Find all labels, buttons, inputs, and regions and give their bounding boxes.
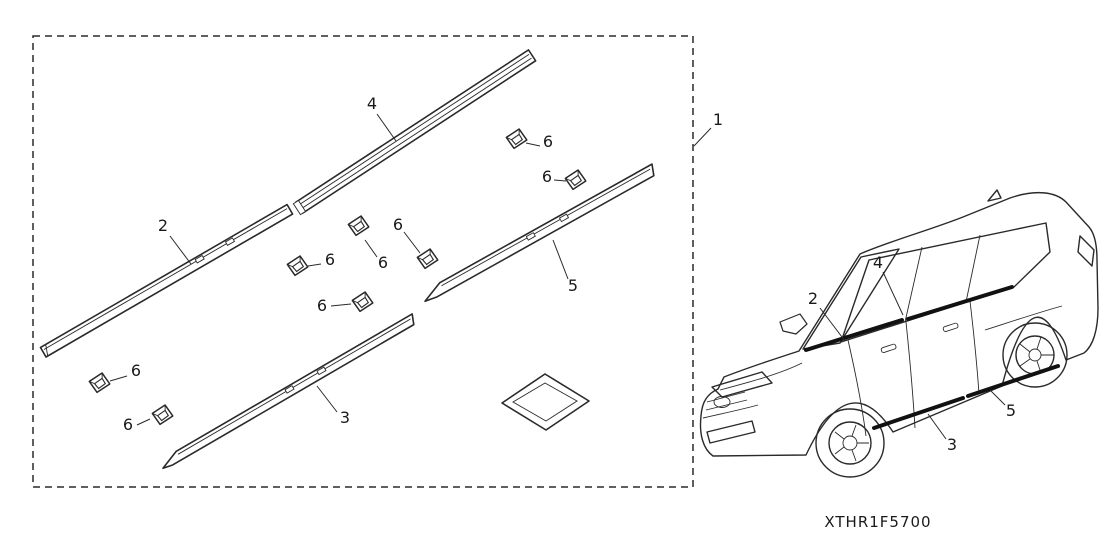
rear-wheel xyxy=(1002,322,1068,388)
car-slider-track xyxy=(984,305,1063,331)
car-hood-crease xyxy=(719,362,803,391)
callout-6-clip: 6 xyxy=(123,415,133,434)
callout-1-assembly: 1 xyxy=(713,110,723,129)
clip-part6 xyxy=(150,403,175,427)
lower-molding-highlight-part3 xyxy=(872,396,965,430)
callout-3-vehicle: 3 xyxy=(947,435,957,454)
callout-2-exploded: 2 xyxy=(158,216,168,235)
callout-2-vehicle: 2 xyxy=(808,289,818,308)
car-lower-intake xyxy=(706,420,756,444)
car-front-door-seam xyxy=(847,339,867,437)
callout-5-exploded: 5 xyxy=(568,276,578,295)
clip-part6 xyxy=(415,247,440,271)
car-slider-door-handle xyxy=(942,322,959,332)
clip-part6 xyxy=(285,254,310,278)
molding-strip-part3 xyxy=(162,313,415,470)
callout-6-clip: 6 xyxy=(131,361,141,380)
diagram-part-code: XTHR1F5700 xyxy=(824,513,931,531)
callout-6-clip: 6 xyxy=(378,253,388,272)
callout-3-exploded: 3 xyxy=(340,408,350,427)
callout-6-clip: 6 xyxy=(542,167,552,186)
front-wheel xyxy=(815,408,885,478)
leader-lines-exploded xyxy=(109,113,712,426)
molding-strip-part4 xyxy=(292,49,537,216)
callout-4-vehicle: 4 xyxy=(873,253,883,272)
adhesive-sheet xyxy=(501,373,590,431)
clip-part6 xyxy=(504,127,529,151)
leader-lines-vehicle xyxy=(819,271,1006,440)
car-grille-bars xyxy=(705,391,748,411)
car-c-pillar xyxy=(965,234,981,303)
car-brand-emblem xyxy=(713,396,731,408)
car-antenna-fin xyxy=(987,189,1002,202)
clip-part6 xyxy=(350,290,375,314)
car-body-outline xyxy=(699,191,1099,457)
car-front-door-handle xyxy=(880,343,897,353)
belt-molding-highlight-part4 xyxy=(906,285,1014,321)
car-taillight xyxy=(1077,235,1095,267)
car-slider-front-seam xyxy=(905,321,916,429)
car-b-pillar xyxy=(904,246,923,323)
vehicle-illustration: 2 4 3 5 xyxy=(699,189,1099,478)
callout-4-exploded: 4 xyxy=(367,94,377,113)
car-slider-rear-seam xyxy=(969,300,980,395)
callout-6-clip: 6 xyxy=(317,296,327,315)
molding-strip-part2 xyxy=(39,203,294,358)
car-side-windows xyxy=(840,222,1051,343)
callout-6-clip: 6 xyxy=(325,250,335,269)
clip-part6 xyxy=(563,168,588,192)
assembly-boundary-box xyxy=(32,35,694,488)
car-side-mirror xyxy=(779,313,808,335)
car-bumper-line xyxy=(702,404,759,419)
belt-molding-highlight-part2 xyxy=(804,318,904,352)
lower-molding-highlight-part5 xyxy=(966,364,1060,398)
clip-part6 xyxy=(346,214,371,238)
callout-5-vehicle: 5 xyxy=(1006,401,1016,420)
car-headlight xyxy=(711,371,773,398)
clip-part6 xyxy=(87,371,112,395)
exploded-view: 4 2 5 3 1 6 6 6 6 6 6 6 6 xyxy=(32,35,723,488)
molding-strip-part5 xyxy=(424,163,655,303)
callout-6-clip: 6 xyxy=(543,132,553,151)
callout-6-clip: 6 xyxy=(393,215,403,234)
